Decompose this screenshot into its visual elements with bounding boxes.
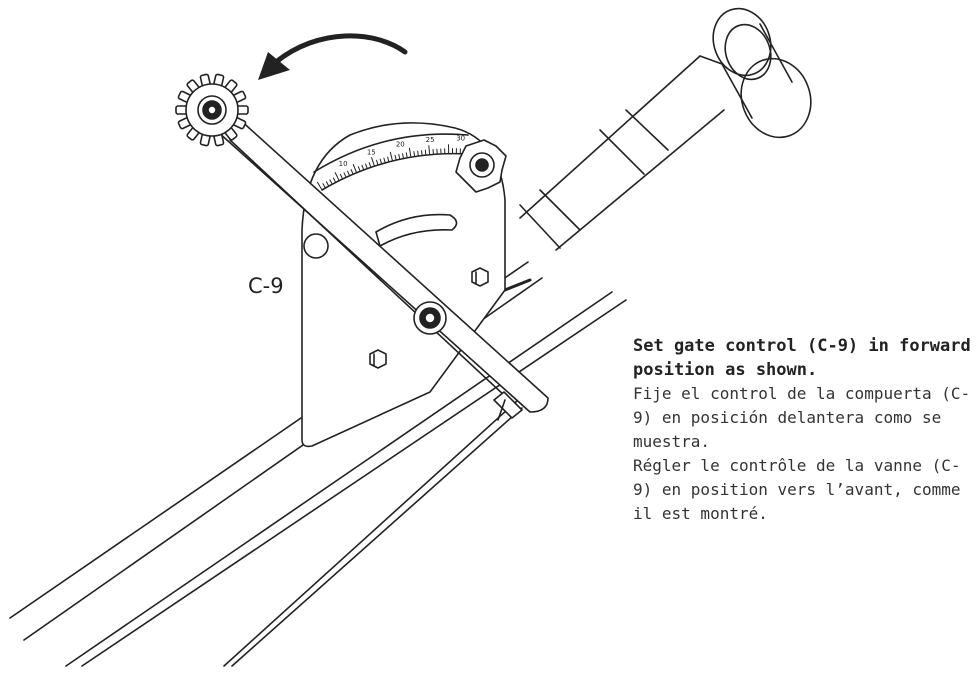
scale-tick xyxy=(365,163,368,170)
scale-tick xyxy=(347,170,351,177)
scale-tick xyxy=(368,162,372,168)
scale-tick xyxy=(408,147,412,158)
scale-tick xyxy=(413,151,416,158)
scale-tick xyxy=(398,153,401,160)
scale-tick xyxy=(424,149,427,156)
scale-tick xyxy=(417,150,419,157)
scale-label: 10 xyxy=(339,160,348,168)
scale-tick xyxy=(389,151,393,162)
instruction-french: Régler le contrôle de la vanne (C-9) en … xyxy=(633,456,961,523)
scale-tick xyxy=(394,154,397,161)
gear-wheel-icon xyxy=(175,73,249,147)
scale-tick xyxy=(405,152,408,159)
scale-label: 20 xyxy=(396,140,405,148)
scale-label: 30 xyxy=(456,135,465,143)
scale-tick xyxy=(383,157,386,164)
scale-label: 25 xyxy=(426,136,435,144)
scale-tick xyxy=(361,164,365,171)
scale-tick xyxy=(371,157,375,167)
scale-tick xyxy=(339,173,344,180)
scale-tick xyxy=(352,163,358,174)
instructions-block: Set gate control (C-9) in forward positi… xyxy=(633,334,973,526)
gate-scale: 10 15 20 25 30 xyxy=(313,133,469,191)
instruction-spanish: Fije el control de la compuerta (C-9) en… xyxy=(633,384,971,451)
scale-tick xyxy=(325,181,330,187)
instruction-english: Set gate control (C-9) in forward positi… xyxy=(633,336,971,380)
part-label-c9: C-9 xyxy=(248,274,284,298)
scale-tick xyxy=(387,156,390,163)
hex-nut-icon xyxy=(369,267,489,369)
pivot-bolt-icon xyxy=(413,301,447,335)
scale-tick xyxy=(376,159,379,166)
gate-control-arm xyxy=(217,117,549,421)
scale-label: 15 xyxy=(367,148,376,156)
scale-tick xyxy=(379,158,383,165)
scale-tick xyxy=(322,183,326,189)
handle-tube xyxy=(519,7,812,251)
scale-tick xyxy=(350,169,354,175)
scale-tick xyxy=(334,172,340,182)
scale-ticks xyxy=(316,144,469,191)
scale-tick xyxy=(316,181,323,191)
scale-tick xyxy=(329,179,333,185)
scale-tick xyxy=(343,172,347,178)
scale-tick xyxy=(357,166,361,172)
scale-tick xyxy=(332,177,337,183)
scale-tick xyxy=(428,145,431,156)
scale-tick xyxy=(402,153,405,160)
rotation-arrow-icon xyxy=(258,33,408,80)
scale-labels: 10 15 20 25 30 xyxy=(339,135,466,168)
scale-tick xyxy=(421,150,423,157)
star-knob-icon xyxy=(455,139,507,193)
